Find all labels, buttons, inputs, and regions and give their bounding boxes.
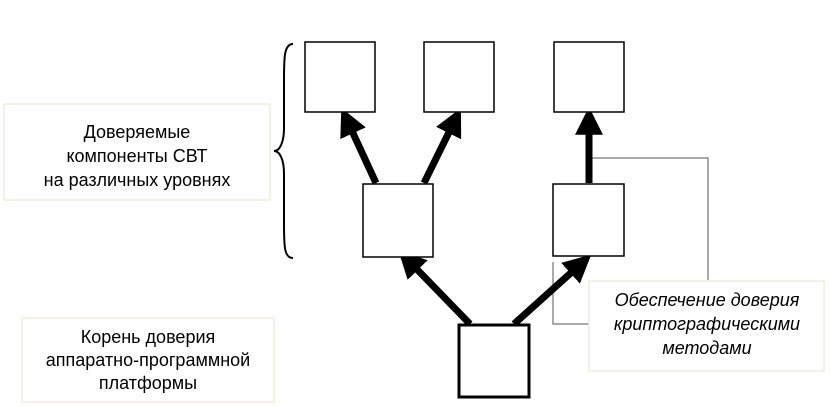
arrow-mid-left-to-top-left	[340, 107, 380, 185]
component-box-top-right	[553, 41, 625, 113]
crypto-trust-label-group: Обеспечение доверия криптографическими м…	[588, 280, 825, 372]
component-box-top-center	[423, 41, 495, 113]
component-box-mid-left	[362, 183, 434, 258]
crypto-callout-line-upper	[589, 157, 709, 280]
root-of-trust-label-line-3: платформы	[99, 373, 197, 393]
crypto-trust-label-line-3: методами	[662, 338, 751, 358]
crypto-callout-line-lower	[552, 262, 590, 325]
arrow-mid-left-to-top-center	[420, 107, 462, 185]
curly-brace	[273, 43, 294, 259]
component-box-mid-right	[552, 183, 625, 257]
arrow-root-to-mid-right	[511, 254, 592, 327]
component-box-top-left	[304, 41, 376, 113]
crypto-trust-label-line-1: Обеспечение доверия	[615, 290, 800, 310]
arrow-root-to-mid-left	[398, 249, 473, 327]
trusted-components-label-line-3: на различных уровнях	[44, 170, 231, 190]
crypto-trust-label-line-2: криптографическими	[614, 314, 800, 334]
root-of-trust-label-box	[21, 317, 275, 403]
crypto-trust-label-box	[588, 280, 825, 372]
root-of-trust-label-line-1: Корень доверия	[81, 327, 216, 347]
root-of-trust-label-line-2: аппаратно-программной	[46, 350, 250, 370]
trusted-components-label-group: Доверяемые компоненты СВТ на различных у…	[3, 103, 271, 201]
trusted-components-label-line-2: компоненты СВТ	[66, 146, 207, 166]
trusted-components-label-line-1: Доверяемые	[84, 122, 191, 142]
trusted-components-label-box	[3, 103, 271, 201]
root-of-trust-label-group: Корень доверия аппаратно-программной пла…	[21, 317, 275, 403]
root-of-trust-box	[457, 323, 531, 399]
